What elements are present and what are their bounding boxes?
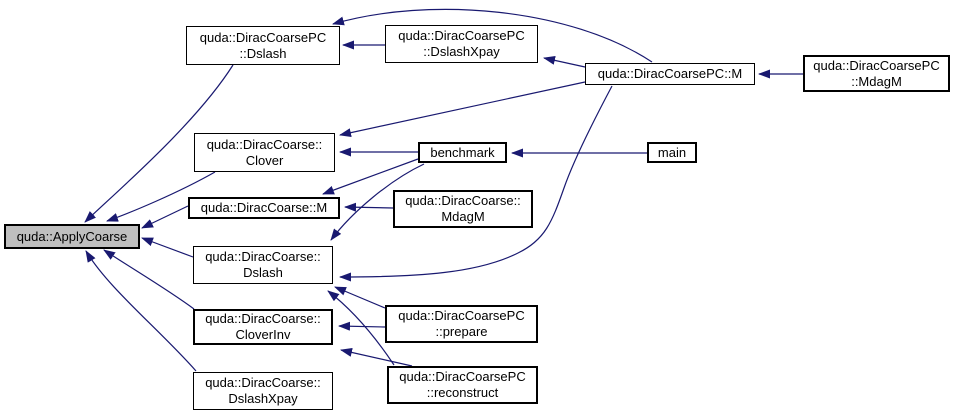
edge-pc-m-to-clover [339,81,586,138]
node-apply-coarse-label: quda::ApplyCoarse [16,228,128,244]
node-pc-reconstruct-label-line1: quda::DiracCoarsePC [399,369,526,384]
edge-pc-prepare-to-coarse-dslash [334,286,386,309]
node-coarse-dslash[interactable]: quda::DiracCoarse:: Dslash [193,246,333,284]
edge-pc-prepare-to-coarse-cloverinv [338,321,386,331]
node-benchmark[interactable]: benchmark [418,142,507,163]
node-apply-coarse[interactable]: quda::ApplyCoarse [4,224,140,249]
node-pc-dslash-label-line2: ::Dslash [239,45,287,61]
node-pc-dslash[interactable]: quda::DiracCoarsePC ::Dslash [186,26,340,65]
node-pc-dslash-label-line1: quda::DiracCoarsePC [199,29,327,45]
node-coarse-dslash-label-line1: quda::DiracCoarse:: [205,249,321,264]
node-coarse-dslashxpay-label-line1: quda::DiracCoarse:: [205,375,321,390]
edge-pc-m-to-pc-dslash [332,8,653,63]
node-coarse-cloverinv-label-line1: quda::DiracCoarse:: [205,311,321,326]
edge-benchmark-to-coarse-dslash [330,163,425,241]
node-pc-dslashxpay-label-line2: ::DslashXpay [423,44,500,59]
edge-benchmark-to-coarse-m [322,158,419,195]
edge-coarse-dslashxpay-to-apply-coarse [85,250,197,372]
node-pc-reconstruct-label-line2: ::reconstruct [426,385,499,400]
node-pc-reconstruct[interactable]: quda::DiracCoarsePC ::reconstruct [387,366,538,404]
node-pc-mdagm[interactable]: quda::DiracCoarsePC ::MdagM [803,55,950,92]
node-coarse-dslashxpay[interactable]: quda::DiracCoarse:: DslashXpay [193,372,333,410]
node-pc-prepare-label-line2: ::prepare [435,324,488,339]
node-coarse-cloverinv[interactable]: quda::DiracCoarse:: CloverInv [193,309,333,345]
node-coarse-mdagm[interactable]: quda::DiracCoarse:: MdagM [393,190,533,228]
node-clover-label-line2: Clover [245,152,284,168]
edge-pc-reconstruct-to-coarse-cloverinv [340,348,413,367]
node-main[interactable]: main [647,142,697,163]
edge-clover-to-apply-coarse [106,171,216,222]
node-clover[interactable]: quda::DiracCoarse:: Clover [194,133,335,172]
node-pc-prepare-label-line1: quda::DiracCoarsePC [398,308,525,323]
node-benchmark-label: benchmark [430,144,495,160]
edge-coarse-cloverinv-to-apply-coarse [103,249,195,310]
edge-pc-m-to-coarse-dslash [339,85,613,282]
edge-coarse-mdagm-to-coarse-m [344,202,394,212]
node-coarse-m[interactable]: quda::DiracCoarse::M [188,197,340,219]
node-main-label: main [657,144,687,160]
node-pc-dslashxpay-label-line1: quda::DiracCoarsePC [398,28,525,43]
node-coarse-m-label: quda::DiracCoarse::M [200,200,328,215]
edge-coarse-dslash-to-apply-coarse [141,237,194,258]
node-pc-prepare[interactable]: quda::DiracCoarsePC ::prepare [385,305,538,343]
node-pc-dslashxpay[interactable]: quda::DiracCoarsePC ::DslashXpay [385,25,538,63]
node-coarse-dslashxpay-label-line2: DslashXpay [228,391,298,406]
node-coarse-mdagm-label-line2: MdagM [441,209,485,224]
node-coarse-mdagm-label-line1: quda::DiracCoarse:: [405,193,521,208]
node-coarse-dslash-label-line2: Dslash [243,265,283,280]
node-clover-label-line1: quda::DiracCoarse:: [206,136,323,152]
node-pc-mdagm-label-line2: ::MdagM [851,73,902,89]
edge-pc-dslash-to-apply-coarse [84,64,234,223]
edge-pc-reconstruct-to-coarse-dslash [327,290,395,366]
edge-coarse-m-to-apply-coarse [141,205,189,229]
node-pc-mdagm-label-line1: quda::DiracCoarsePC [813,57,940,73]
edge-pc-m-to-pc-dslashxpay [543,55,586,68]
node-pc-m[interactable]: quda::DiracCoarsePC::M [585,63,755,85]
node-pc-m-label: quda::DiracCoarsePC::M [597,66,743,81]
node-coarse-cloverinv-label-line2: CloverInv [235,327,291,342]
